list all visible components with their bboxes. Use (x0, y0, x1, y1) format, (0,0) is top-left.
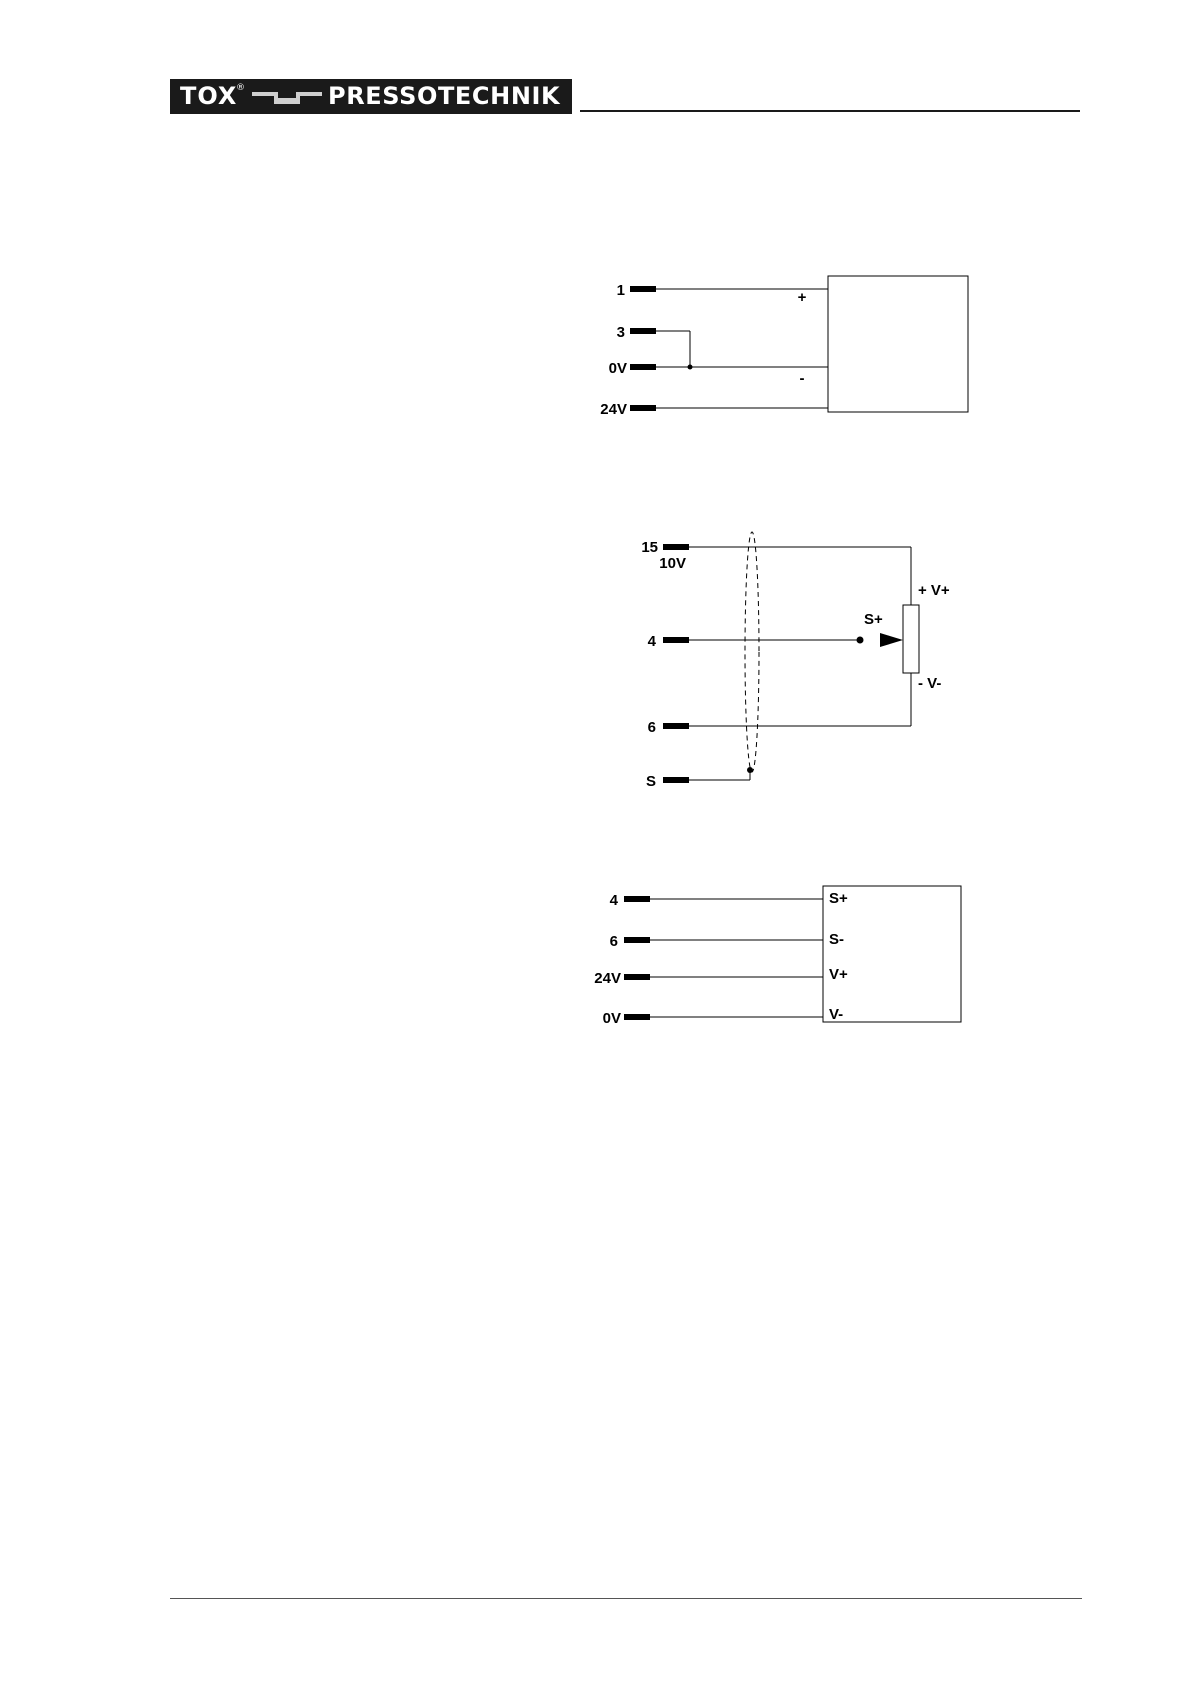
polarity-label: + (798, 289, 807, 306)
diagram-2-wires (688, 532, 919, 780)
junction-dot (688, 365, 693, 370)
terminal-label: 6 (648, 719, 656, 736)
polarity-label: - (800, 370, 805, 387)
potentiometer-label: - V- (918, 675, 941, 692)
terminal-bar (630, 405, 656, 411)
diagram-3-wires (650, 886, 961, 1022)
terminal-bars (624, 286, 903, 1020)
terminal-label: 1 (617, 282, 625, 299)
wiper-arrow (880, 633, 903, 647)
junction-dot (857, 637, 864, 644)
terminal-bar (630, 328, 656, 334)
terminal-label: 0V (603, 1010, 621, 1027)
terminal-bar (624, 974, 650, 980)
pin-label: V- (829, 1006, 843, 1023)
terminal-label: 15 (641, 539, 658, 556)
terminal-label: 24V (594, 970, 621, 987)
junction-dot (747, 767, 753, 773)
terminal-bar (663, 777, 689, 783)
terminal-label: 0V (609, 360, 627, 377)
pin-label: S- (829, 931, 844, 948)
terminal-label: 6 (610, 933, 618, 950)
diagram-1-wires (655, 276, 968, 412)
voltage-label: 10V (659, 555, 686, 572)
potentiometer-label: S+ (864, 611, 883, 628)
terminal-label: 4 (610, 892, 619, 909)
pin-label: V+ (829, 966, 848, 983)
terminal-label: S (646, 773, 656, 790)
terminal-bar (624, 937, 650, 943)
terminal-bar (624, 896, 650, 902)
terminal-bar (630, 364, 656, 370)
terminal-label: 4 (648, 633, 657, 650)
terminal-bar (630, 286, 656, 292)
terminal-bar (663, 544, 689, 550)
pin-label: S+ (829, 890, 848, 907)
terminal-bar (624, 1014, 650, 1020)
terminal-bar (663, 723, 689, 729)
footer-rule (170, 1598, 1082, 1599)
terminal-bar (663, 637, 689, 643)
potentiometer-label: + V+ (918, 582, 950, 599)
terminal-label: 3 (617, 324, 625, 341)
terminal-label: 24V (600, 401, 627, 418)
